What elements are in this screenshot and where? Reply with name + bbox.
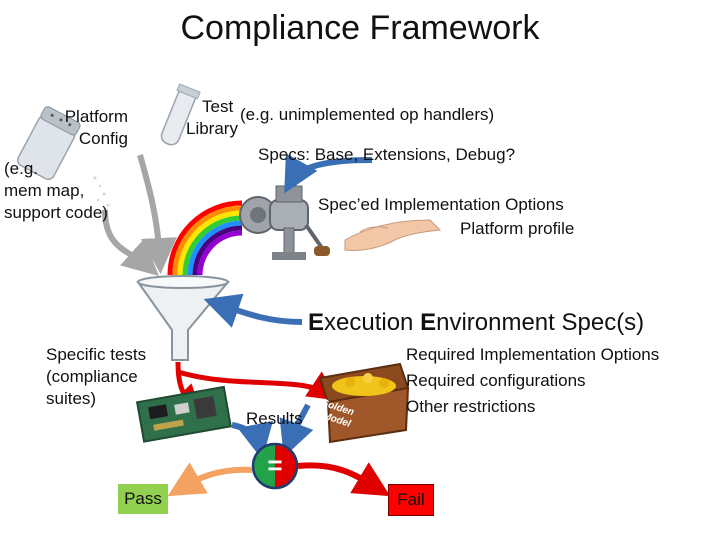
test-library-line1: Test: [202, 97, 234, 116]
execution-environment-arrow: [203, 293, 303, 328]
specific-tests-line3: suites): [46, 389, 97, 408]
requirement-item: Other restrictions: [406, 397, 536, 416]
board-results-arrow: [231, 420, 273, 460]
implementation-options-line2: Platform profile: [460, 219, 575, 238]
specs-arrow: [284, 153, 373, 194]
platform-config-label: Platform Config: [20, 106, 128, 150]
platform-config-line1: Platform: [64, 107, 128, 126]
specific-tests-line2: (compliance: [46, 367, 138, 386]
specific-tests-line1: Specific tests: [46, 345, 147, 364]
platform-config-note2: mem map,: [4, 181, 85, 200]
test-library-arrow: [137, 154, 177, 274]
platform-config-note: (e.g. mem map, support code): [4, 158, 108, 224]
implementation-options-line1: Spec’ed Implementation Options: [318, 195, 564, 214]
diagram-title: Compliance Framework: [180, 9, 540, 47]
test-library-line2: Library: [186, 119, 238, 138]
circuit-board-icon: [135, 385, 232, 443]
pass-label: Pass: [124, 489, 162, 508]
specific-tests-label: Specific tests (compliance suites): [46, 344, 146, 410]
execution-environment-label: Execution Environment Spec(s): [308, 309, 645, 336]
platform-config-line2: Config: [78, 129, 128, 148]
fail-arrow: [297, 462, 391, 497]
treasure-chest-icon: [318, 362, 410, 444]
test-tube-icon: [160, 83, 201, 146]
meat-grinder-icon: [239, 185, 330, 260]
comparator-icon: [251, 442, 299, 490]
requirement-item: Required Implementation Options: [406, 345, 660, 364]
pass-box: Pass: [118, 484, 168, 514]
salt-grains: [93, 176, 110, 207]
hand-icon: [344, 219, 442, 251]
specs-label: Specs: Base, Extensions, Debug?: [258, 145, 516, 164]
golden-model-results-arrow: [279, 403, 314, 458]
equals-symbol: =: [267, 450, 283, 480]
tests-to-golden-model-arrow: [177, 369, 339, 401]
platform-config-note1: (e.g.: [4, 159, 39, 178]
funnel-icon: [136, 275, 231, 361]
results-label: Results: [246, 409, 303, 428]
salt-shaker-icon: [16, 106, 81, 181]
platform-config-note3: support code): [4, 203, 108, 222]
requirement-item: Required configurations: [406, 371, 586, 390]
requirements-list: Required Implementation Options Required…: [406, 344, 659, 418]
platform-config-arrow: [102, 209, 159, 277]
test-library-label: Test Library: [186, 96, 238, 140]
fail-label: Fail: [397, 490, 425, 509]
pass-arrow: [167, 462, 253, 497]
rainbow-icon: [167, 200, 243, 276]
test-library-note: (e.g. unimplemented op handlers): [240, 105, 495, 124]
fail-box: Fail: [388, 484, 434, 516]
